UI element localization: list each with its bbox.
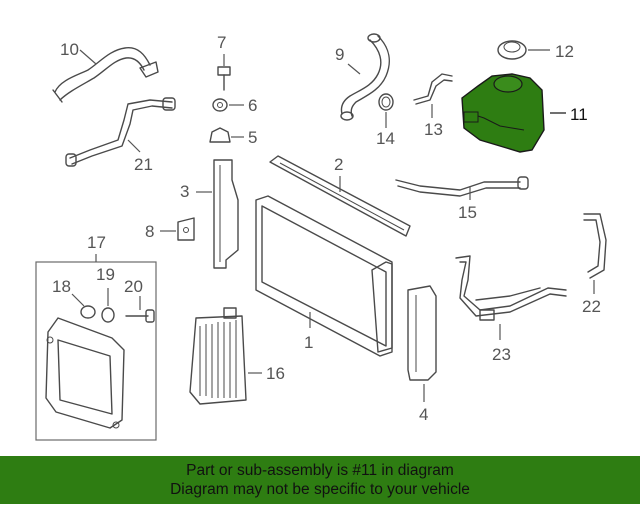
callout-10: 10	[60, 40, 79, 59]
radiator-part-1[interactable]	[255, 195, 393, 357]
pipe-part-15[interactable]	[395, 176, 529, 197]
callout-18: 18	[52, 277, 71, 296]
callout-22: 22	[582, 297, 601, 316]
callout-16: 16	[266, 364, 285, 383]
callout-11: 11	[570, 105, 588, 124]
banner-line-1: Part or sub-assembly is #11 in diagram	[186, 462, 454, 479]
lower-pipe-part-21[interactable]	[65, 97, 176, 167]
clamp-part-14[interactable]	[378, 93, 394, 111]
callout-21: 21	[134, 155, 153, 174]
callout-3: 3	[180, 182, 189, 201]
pipe-assembly-part-23[interactable]	[455, 255, 567, 321]
callout-23: 23	[492, 345, 511, 364]
aux-cooler-part-16[interactable]	[189, 307, 247, 405]
callout-13: 13	[424, 120, 443, 139]
callout-7: 7	[217, 33, 226, 52]
upper-hose-part-10[interactable]	[52, 47, 159, 103]
seal-strip-part-2[interactable]	[269, 155, 411, 237]
parts-diagram: 10 21 7 6 5 3 8 2	[35, 33, 607, 441]
screw-part-20[interactable]	[125, 309, 155, 323]
callout-1: 1	[304, 333, 313, 352]
small-hose-part-13[interactable]	[413, 73, 453, 105]
bolt-part-7[interactable]	[217, 66, 231, 91]
callout-20: 20	[124, 277, 143, 296]
info-banner: Part or sub-assembly is #11 in diagram D…	[0, 456, 640, 504]
bracket-part-8[interactable]	[177, 217, 195, 241]
callout-15: 15	[458, 203, 477, 222]
expansion-tank-part-11[interactable]	[461, 73, 545, 153]
hose-part-22[interactable]	[583, 213, 607, 279]
callout-6: 6	[248, 96, 257, 115]
hose-part-9[interactable]	[340, 33, 390, 121]
callout-12: 12	[555, 42, 574, 61]
callout-9: 9	[335, 45, 344, 64]
callout-8: 8	[145, 222, 154, 241]
frame-part-17[interactable]	[45, 317, 125, 429]
bushing-part-19[interactable]	[101, 307, 115, 323]
side-seal-part-4[interactable]	[407, 285, 437, 381]
seal-part-3[interactable]	[213, 159, 239, 269]
callout-17: 17	[87, 233, 106, 252]
mount-part-5[interactable]	[209, 127, 231, 143]
callout-5: 5	[248, 128, 257, 147]
callout-14: 14	[376, 129, 395, 148]
banner-line-2: Diagram may not be specific to your vehi…	[170, 481, 470, 498]
nut-part-6[interactable]	[212, 98, 228, 112]
grommet-part-18[interactable]	[80, 305, 96, 319]
callout-19: 19	[96, 265, 115, 284]
callout-2: 2	[334, 155, 343, 174]
cap-part-12[interactable]	[497, 40, 527, 60]
callout-4: 4	[419, 405, 428, 424]
